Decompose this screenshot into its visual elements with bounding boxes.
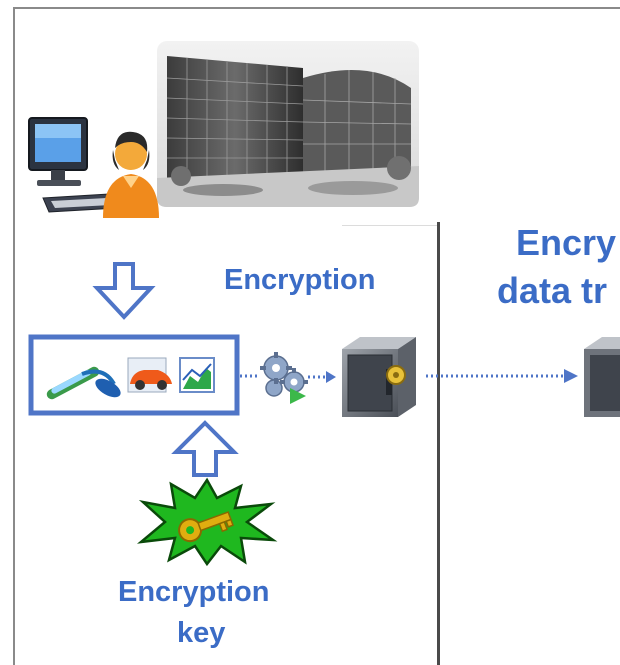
encryption-label: Encryption — [224, 264, 376, 296]
encrypted-transfer-title-line1: Encry — [516, 222, 617, 263]
dotted-arrow-to-gears — [240, 374, 258, 378]
encryption-key-label-line1: Encryption — [118, 576, 270, 608]
up-arrow-icon — [171, 420, 239, 477]
key-burst-icon — [136, 477, 278, 567]
encrypted-transfer-title-line2: data tr — [497, 270, 608, 311]
user-at-computer-icon — [28, 117, 159, 218]
section-divider — [437, 222, 440, 665]
dotted-arrow-to-safe — [308, 371, 336, 383]
building-photo — [157, 41, 419, 207]
data-files-icon — [28, 334, 240, 416]
dotted-arrow-to-transfer — [426, 369, 578, 383]
down-arrow-icon — [92, 262, 156, 320]
divider-top-line — [342, 225, 438, 226]
safe-icon-right — [584, 337, 620, 417]
gears-icon — [260, 352, 308, 404]
encryption-key-label-line2: key — [177, 617, 226, 649]
diagram-frame — [13, 7, 620, 665]
safe-icon — [342, 337, 416, 417]
